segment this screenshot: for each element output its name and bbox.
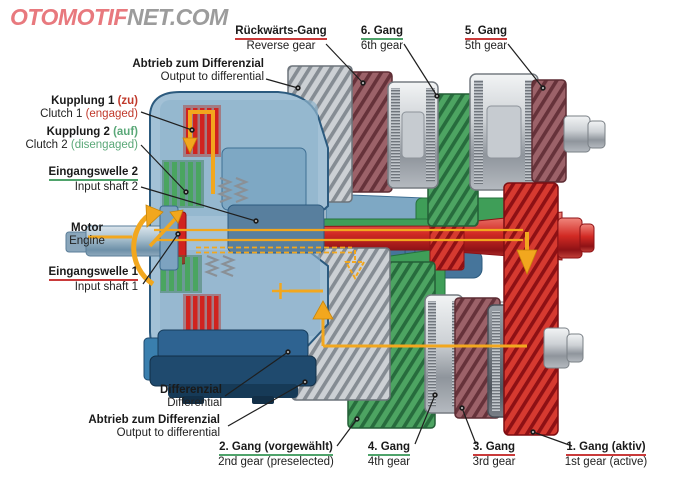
label-clutch-2-de: Kupplung 2 bbox=[46, 126, 110, 138]
label-input-shaft-1: Eingangswelle 1 Input shaft 1 bbox=[48, 266, 138, 294]
label-input-shaft-1-de: Eingangswelle 1 bbox=[48, 266, 138, 281]
label-gear-4-en: 4th gear bbox=[367, 456, 411, 468]
label-clutch-1-de-state: (zu) bbox=[117, 95, 138, 107]
gear-1 bbox=[503, 182, 559, 436]
synchronizer-top-b bbox=[469, 73, 539, 191]
label-gear-3: 3. Gang 3rd gear bbox=[444, 441, 544, 469]
power-flow-arrows bbox=[88, 110, 538, 348]
site-logo-red: OTOMOTIF bbox=[10, 4, 127, 30]
gear-5 bbox=[531, 79, 567, 183]
label-gear-3-en: 3rd gear bbox=[472, 456, 516, 468]
label-input-shaft-1-en: Input shaft 1 bbox=[74, 281, 138, 293]
label-reverse-gear-en: Reverse gear bbox=[246, 40, 316, 52]
label-gear-4: 4. Gang 4th gear bbox=[339, 441, 439, 469]
label-reverse-gear-de: Rückwärts-Gang bbox=[235, 25, 327, 40]
site-logo-gray: NET.COM bbox=[126, 4, 228, 30]
label-output-to-differential-top: Abtrieb zum Differenzial Output to diffe… bbox=[132, 58, 264, 84]
label-motor-de: Motor bbox=[71, 222, 103, 234]
label-gear-5: 5. Gang 5th gear bbox=[436, 25, 536, 53]
label-input-shaft-2-de: Eingangswelle 2 bbox=[48, 166, 138, 181]
label-reverse-gear: Rückwärts-Gang Reverse gear bbox=[211, 25, 351, 53]
lower-shaft-stub bbox=[543, 327, 584, 369]
label-gear-6-en: 6th gear bbox=[360, 40, 404, 52]
label-gear-1: 1. Gang (aktiv) 1st gear (active) bbox=[526, 441, 686, 469]
label-clutch-2-en-state: (disengaged) bbox=[70, 139, 138, 151]
label-motor: Motor Engine bbox=[58, 222, 116, 248]
label-output-to-differential-bottom: Abtrieb zum Differenzial Output to diffe… bbox=[88, 414, 220, 440]
label-gear-2: 2. Gang (vorgewählt) 2nd gear (preselect… bbox=[186, 441, 366, 469]
label-clutch-1: Kupplung 1 (zu) Clutch 1 (engaged) bbox=[40, 95, 138, 121]
clutch-springs bbox=[204, 176, 249, 278]
label-clutch-2: Kupplung 2 (auf) Clutch 2 (disengaged) bbox=[25, 126, 138, 152]
output-shaft-stub-red bbox=[557, 217, 595, 259]
label-gear-6: 6. Gang 6th gear bbox=[332, 25, 432, 53]
label-differential-de: Differenzial bbox=[160, 384, 222, 396]
label-gear-2-de: 2. Gang (vorgewählt) bbox=[219, 441, 333, 456]
label-output-top-en: Output to differential bbox=[160, 71, 264, 83]
label-input-shaft-2: Eingangswelle 2 Input shaft 2 bbox=[48, 166, 138, 194]
differential-housing bbox=[143, 329, 317, 404]
site-logo: OTOMOTIFNET.COM bbox=[10, 4, 228, 31]
label-gear-1-en: 1st gear (active) bbox=[564, 456, 648, 468]
label-output-bottom-de: Abtrieb zum Differenzial bbox=[88, 414, 220, 426]
leader-lines bbox=[140, 43, 573, 447]
label-gear-6-de: 6. Gang bbox=[360, 25, 404, 40]
label-output-bottom-en: Output to differential bbox=[116, 427, 220, 439]
label-clutch-1-en-state: (engaged) bbox=[85, 108, 138, 120]
label-output-top-de: Abtrieb zum Differenzial bbox=[132, 58, 264, 70]
leader-dots bbox=[175, 80, 546, 435]
label-gear-1-de: 1. Gang (aktiv) bbox=[566, 441, 646, 456]
reverse-gear bbox=[345, 71, 393, 193]
label-input-shaft-2-en: Input shaft 2 bbox=[74, 181, 138, 193]
label-gear-3-de: 3. Gang bbox=[472, 441, 516, 456]
label-differential-en: Differential bbox=[167, 397, 222, 409]
label-differential: Differenzial Differential bbox=[160, 384, 222, 410]
label-gear-5-en: 5th gear bbox=[464, 40, 508, 52]
label-clutch-1-de: Kupplung 1 bbox=[51, 95, 115, 107]
label-clutch-2-de-state: (auf) bbox=[113, 126, 138, 138]
synchronizer-top-a bbox=[387, 81, 439, 189]
label-clutch-2-en: Clutch 2 bbox=[25, 139, 68, 151]
label-motor-en: Engine bbox=[69, 235, 105, 247]
label-gear-5-de: 5. Gang bbox=[464, 25, 508, 40]
upper-shaft-stub bbox=[563, 115, 606, 153]
label-clutch-1-en: Clutch 1 bbox=[40, 108, 83, 120]
label-gear-2-en: 2nd gear (preselected) bbox=[218, 456, 334, 468]
label-gear-4-de: 4. Gang bbox=[367, 441, 411, 456]
